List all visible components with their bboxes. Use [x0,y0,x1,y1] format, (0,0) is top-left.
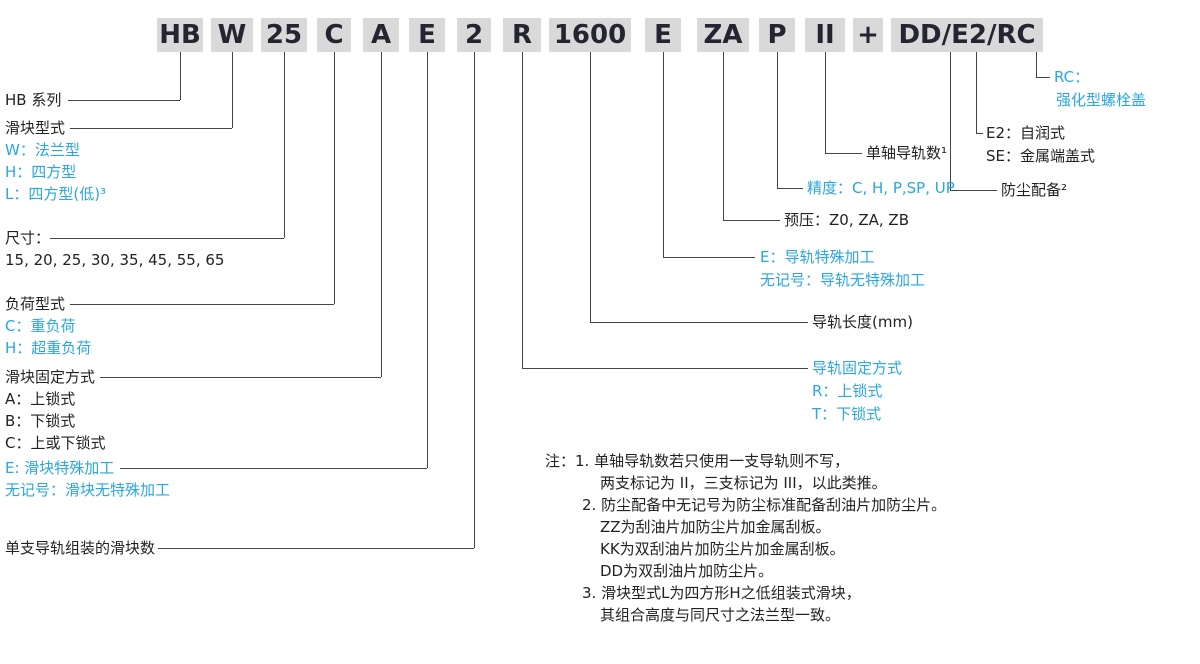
label-rc-desc: 强化型螺栓盖 [1056,91,1147,109]
footnote-line: 注：1. 单轴导轨数若只使用一支导轨则不写， [545,452,850,470]
label-block-type-title: 滑块型式 [5,119,66,137]
label-se-metalcap: SE：金属端盖式 [986,147,1095,165]
leader-hline-1600 [590,322,808,323]
label-rail-fix-t: T：下锁式 [812,405,882,423]
code-token-c: C [317,18,351,52]
label-load-title: 负荷型式 [5,295,66,313]
leader-hline-e-block [120,468,427,469]
code-token-e-rail: E [645,18,681,52]
leader-hline-e-rail [663,257,755,258]
leader-vline-2 [474,52,475,548]
leader-vline-25 [284,52,285,238]
label-rc-code: RC： [1054,68,1090,86]
footnote-line: 3. 滑块型式L为四方形H之低组装式滑块， [582,584,861,602]
leader-vline-e-rail [663,52,664,257]
leader-hline-hb [68,100,180,101]
leader-vline-za [723,52,724,220]
footnotes: 注：1. 单轴导轨数若只使用一支导轨则不写， 两支标记为 II，三支标记为 II… [545,450,946,626]
label-rail-special-e: E：导轨特殊加工 [760,248,875,266]
code-token-e-block: E [409,18,445,52]
leader-vline-rc [1036,52,1037,77]
label-rail-length: 导轨长度(mm) [812,313,913,331]
label-block-type-w: W：法兰型 [5,141,80,159]
label-size-title: 尺寸： [5,229,51,247]
label-series: HB 系列 [5,91,62,109]
label-block-special-none: 无记号：滑块无特殊加工 [5,481,171,499]
leader-vline-1600 [590,52,591,322]
code-token-2: 2 [457,18,491,52]
leader-hline-w [70,128,232,129]
footnote-line: ZZ为刮油片加防尘片加金属刮板。 [600,518,831,536]
label-rail-fix-title: 导轨固定方式 [812,359,903,377]
leader-vline-hb [180,52,181,100]
leader-hline-za [723,220,780,221]
code-token-p: P [759,18,795,52]
label-block-fix-a: A：上锁式 [5,390,76,408]
label-rail-fix-r: R：上锁式 [812,382,883,400]
leader-vline-w [232,52,233,128]
label-load-h: H：超重负荷 [5,339,92,357]
label-block-type-h: H：四方型 [5,163,77,181]
footnote-line: 2. 防尘配备中无记号为防尘标准配备刮油片加防尘片。 [582,496,947,514]
code-token-dd-e2-rc: DD/E2/RC [891,18,1043,52]
label-rail-special-none: 无记号：导轨无特殊加工 [760,271,926,289]
footnote-line: 其组合高度与同尺寸之法兰型一致。 [600,606,841,624]
leader-vline-e-block [427,52,428,468]
leader-vline-e2 [976,52,977,133]
label-preload: 预压：Z0, ZA, ZB [784,211,909,229]
label-block-type-l: L：四方型(低)³ [5,185,107,203]
code-token-r: R [503,18,541,52]
code-token-1600: 1600 [549,18,631,52]
leader-hline-a [100,377,381,378]
label-block-special-e: E: 滑块特殊加工 [5,459,115,477]
label-block-fix-b: B：下锁式 [5,412,76,430]
label-dust-protection: 防尘配备² [1001,181,1068,199]
leader-hline-ii [825,153,862,154]
label-blocks-per-rail: 单支导轨组装的滑块数 [5,539,156,557]
code-token-25: 25 [261,18,307,52]
leader-hline-e2 [976,133,983,134]
leader-vline-p [777,52,778,188]
footnote-line: KK为双刮油片加防尘片加金属刮板。 [600,540,845,558]
label-size-values: 15, 20, 25, 30, 35, 45, 55, 65 [5,251,225,269]
leader-vline-a [381,52,382,377]
label-rails-count: 单轴导轨数¹ [866,144,948,162]
leader-hline-2 [158,548,474,549]
code-token-za: ZA [697,18,749,52]
leader-vline-r [522,52,523,368]
leader-hline-25 [50,238,284,239]
code-token-plus: + [853,18,883,52]
leader-hline-rc [1036,77,1050,78]
code-token-w: W [211,18,253,52]
leader-vline-dust [950,52,951,190]
leader-vline-c [334,52,335,304]
code-token-hb: HB [157,18,203,52]
label-e2-selflube: E2：自润式 [986,124,1066,142]
footnote-line: DD为双刮油片加防尘片。 [600,562,774,580]
code-token-a: A [363,18,399,52]
leader-vline-ii [825,52,826,153]
leader-hline-r [522,368,808,369]
label-block-fix-c: C：上或下锁式 [5,434,106,452]
code-token-ii: II [805,18,845,52]
leader-hline-dust [950,190,997,191]
leader-hline-p [777,188,803,189]
label-load-c: C：重负荷 [5,317,76,335]
leader-hline-c [70,304,334,305]
footnote-line: 两支标记为 II，三支标记为 III，以此类推。 [600,474,887,492]
label-block-fix-title: 滑块固定方式 [5,368,96,386]
label-precision: 精度：C, H, P,SP, UP [807,179,955,197]
